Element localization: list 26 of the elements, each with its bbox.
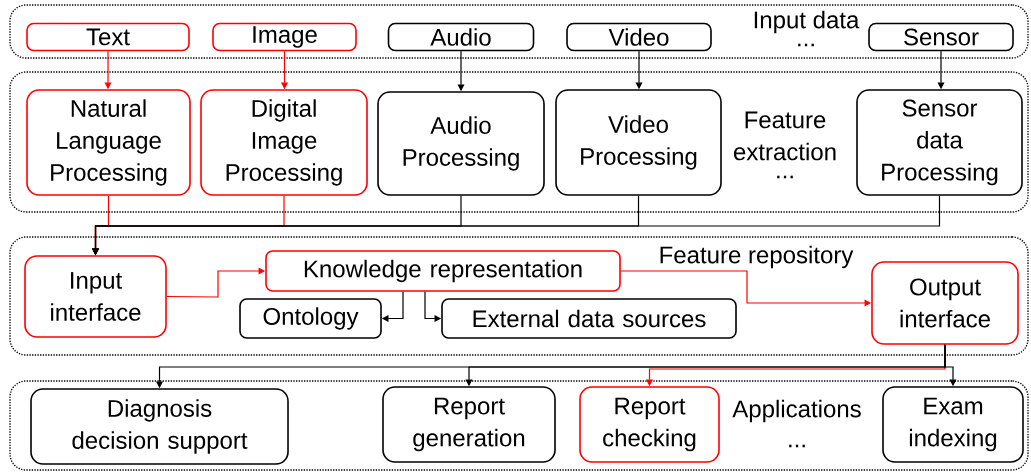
process-box: Audio Processing: [377, 91, 545, 196]
process-box: Natural Language Processing: [26, 89, 191, 196]
process-box: Sensor data Processing: [856, 89, 1023, 196]
band-label: Feature repository: [660, 245, 854, 269]
band-label: Input data: [754, 10, 860, 34]
process-box: Audio: [387, 22, 535, 52]
process-box: Knowledge representation: [265, 250, 621, 292]
process-box: Digital Image Processing: [200, 89, 368, 196]
process-box: Output interface: [871, 261, 1019, 345]
band-label: ...: [798, 43, 814, 47]
process-box: Diagnosis decision support: [30, 388, 289, 465]
process-box: Report checking: [579, 386, 720, 463]
band-label: ...: [777, 175, 793, 179]
process-box: Sensor: [868, 22, 1014, 52]
band-label: ...: [789, 444, 805, 448]
process-box: Exam indexing: [882, 386, 1024, 463]
process-box: Report generation: [382, 386, 556, 463]
process-box: External data sources: [441, 298, 737, 339]
band-label: Feature extraction: [734, 111, 836, 161]
process-box: Video Processing: [555, 89, 722, 196]
band-label: Applications: [732, 399, 861, 423]
process-box: Input interface: [24, 255, 167, 338]
process-box: Ontology: [239, 298, 382, 339]
process-box: Image: [212, 22, 357, 52]
process-box: Video: [566, 22, 712, 52]
process-box: Text: [26, 22, 190, 52]
